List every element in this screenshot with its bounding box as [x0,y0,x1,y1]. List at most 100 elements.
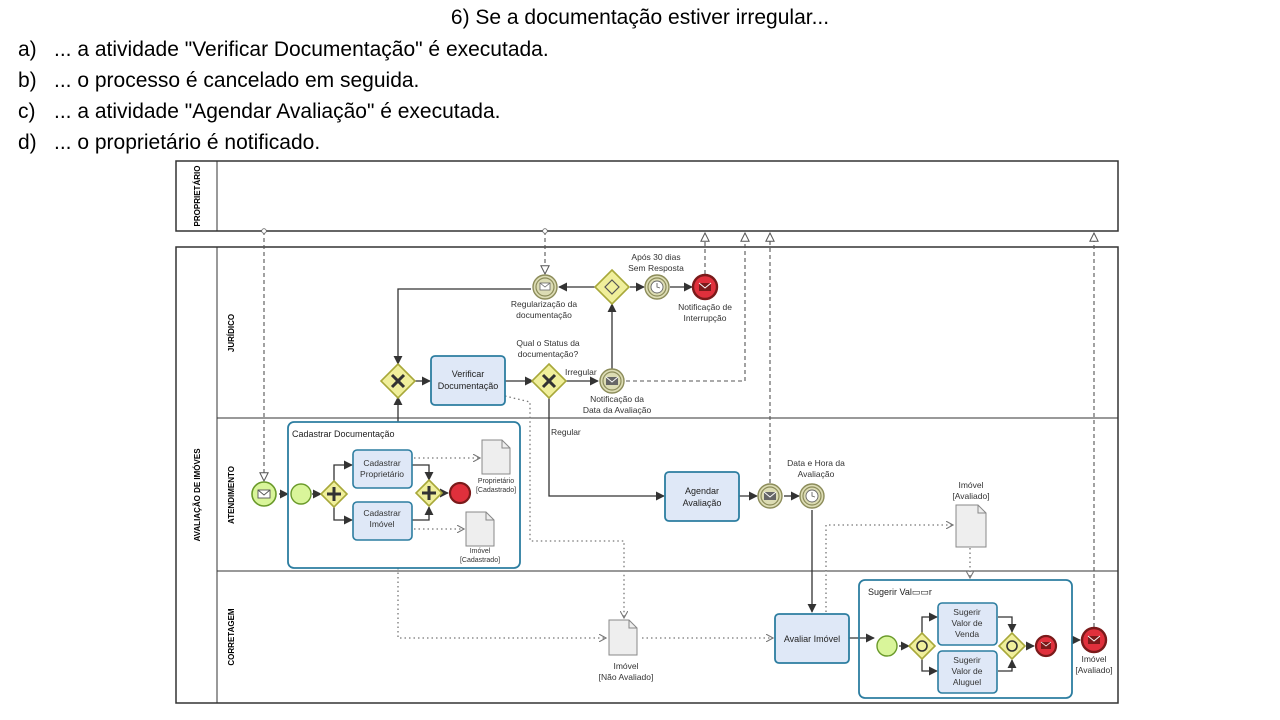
task-label: Sugerir [953,607,981,617]
data-object-label: Imóvel [613,661,638,671]
intermediate-event-regularizacao[interactable] [532,274,558,300]
data-associations [397,395,970,638]
task-label: Agendar [685,486,719,496]
diagram-labels: Regularização da documentação Após 30 di… [511,252,1113,675]
end-event-imovel-avaliado[interactable] [1080,626,1108,654]
task-sugerir-valor-aluguel[interactable]: Sugerir Valor de Aluguel [937,650,998,694]
timer-event-data-hora[interactable] [799,483,825,509]
task-label: Venda [955,629,979,639]
message-flow [626,233,745,382]
event-label: Regularização da [511,299,577,309]
intermediate-event-agendamento-mensagem[interactable] [757,483,783,509]
data-object-imovel-nao-avaliado: Imóvel [Não Avaliado] [599,619,653,682]
envelope-icon [699,283,711,291]
plus-icon [327,487,341,501]
circle-icon [916,640,928,652]
data-association [825,525,953,612]
task-cadastrar-imovel[interactable]: Cadastrar Imóvel [352,501,413,541]
lane-label-corretagem: CORRETAGEM [227,608,236,666]
option-letter: c) [18,100,36,123]
task-sugerir-valor-venda[interactable]: Sugerir Valor de Venda [937,602,998,646]
option-letter: d) [18,131,37,154]
flow [998,616,1017,633]
start-event-message[interactable] [251,481,277,507]
data-object-label: Imóvel [470,548,491,555]
gateway-inclusive-join[interactable] [997,631,1027,661]
event-label: Data e Hora da [787,458,845,468]
subprocess-label: Sugerir Val▭▭r [868,587,932,597]
option-text: ... a atividade "Agendar Avaliação" é ex… [54,100,501,123]
message-flows [264,231,1094,627]
flow [393,288,531,365]
event-label: Data da Avaliação [583,405,652,415]
option-b[interactable]: b) ... o processo é cancelado em seguida. [18,69,419,93]
x-icon [541,373,557,389]
x-icon [390,373,406,389]
task-label: Proprietário [360,469,404,479]
start-event[interactable] [290,483,312,505]
end-event-notificacao-interrupcao[interactable] [691,273,719,301]
task-label: Avaliar Imóvel [784,634,840,644]
event-label: Interrupção [684,313,727,323]
data-association [397,568,606,638]
data-object-label: Proprietário [478,478,514,485]
envelope-icon [1088,636,1100,644]
start-event-sugerir[interactable] [876,635,898,657]
data-association [504,395,624,618]
subprocess-sugerir-valor[interactable]: Sugerir Val▭▭r [858,579,1073,699]
task-label: Cadastrar [363,508,400,518]
event-label: Sem Resposta [628,263,684,273]
flow [333,507,353,525]
option-text: ... a atividade "Verificar Documentação"… [54,38,549,61]
data-object-proprietario-cadastrado: Proprietário [Cadastrado] [476,439,516,494]
intermediate-event-notificacao-data[interactable] [599,368,625,394]
data-object-label: [Cadastrado] [460,557,500,564]
task-label: Valor de [951,666,982,676]
task-label: Sugerir [953,655,981,665]
task-verificar-documentacao[interactable]: Verificar Documentação [430,355,506,406]
task-label: Documentação [438,381,499,391]
task-agendar-avaliacao[interactable]: Agendar Avaliação [664,471,740,522]
event-label: Notificação de [678,302,732,312]
end-event-cadastro[interactable] [448,481,472,505]
option-letter: a) [18,38,37,61]
gateway-event-based[interactable] [593,268,631,306]
task-avaliar-imovel[interactable]: Avaliar Imóvel [774,613,850,664]
data-object-imovel-cadastrado: Imóvel [Cadastrado] [460,511,500,564]
pool-label-proprietario: PROPRIETÁRIO [193,166,202,227]
pool-label-avaliacao: AVALIAÇÃO DE IMÓVES [193,448,202,542]
gateway-status-documentacao[interactable] [530,362,568,400]
subprocess-label: Cadastrar Documentação [292,429,395,439]
lane-label-atendimento: ATENDIMENTO [227,466,236,524]
gateway-parallel-split[interactable] [319,479,349,509]
plus-icon [422,486,436,500]
end-event-message-sugerir[interactable] [1034,634,1058,658]
option-a[interactable]: a) ... a atividade "Verificar Documentaçã… [18,38,549,62]
option-c[interactable]: c) ... a atividade "Agendar Avaliação" é … [18,100,501,124]
option-letter: b) [18,69,37,92]
data-object-label: Imóvel [958,480,983,490]
task-label: Aluguel [953,677,981,687]
task-label: Cadastrar [363,458,400,468]
circle-icon [1006,640,1018,652]
timer-event-30-dias[interactable] [644,274,670,300]
task-label: Valor de [951,618,982,628]
event-gateway-icon [604,279,620,295]
envelope-icon [257,489,271,499]
flow [921,612,938,633]
flow [412,506,434,521]
flow [548,397,665,501]
task-cadastrar-proprietario[interactable]: Cadastrar Proprietário [352,449,413,489]
gateway-parallel-join[interactable] [414,478,444,508]
option-text: ... o processo é cancelado em seguida. [54,69,420,92]
gateway-inclusive-split[interactable] [907,631,937,661]
event-label: [Avaliado] [1075,665,1112,675]
option-d[interactable]: d)... o proprietário é notificado. [18,131,320,155]
subprocess-cadastrar-documentacao[interactable]: Cadastrar Documentação [287,421,521,569]
pool-proprietario: PROPRIETÁRIO [175,160,1119,232]
flow [921,659,938,676]
sequence-flows [279,282,1081,676]
data-object-label: [Avaliado] [952,491,989,501]
gateway-exclusive-merge[interactable] [379,362,417,400]
